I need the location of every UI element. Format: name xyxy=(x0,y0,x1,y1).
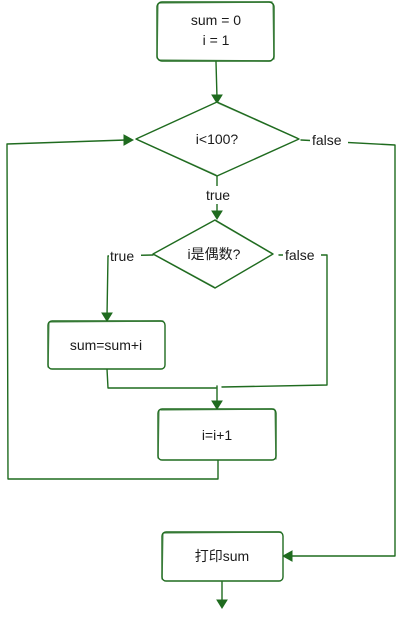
arrowhead xyxy=(211,94,223,104)
edge-add-to-merge xyxy=(106,368,217,389)
node-even-condition: i是偶数? xyxy=(152,219,274,289)
edge-label-even-true: true xyxy=(110,248,134,264)
loop-condition-text: i<100? xyxy=(196,131,239,147)
arrowhead xyxy=(123,134,135,146)
arrowhead xyxy=(281,550,293,562)
node-loop-condition: i<100? xyxy=(135,101,300,177)
increment-text: i=i+1 xyxy=(202,427,233,443)
edge-label-loop-true: true xyxy=(206,187,230,203)
print-text: 打印sum xyxy=(195,548,249,564)
node-init: sum = 0 i = 1 xyxy=(156,1,275,62)
edge-init-to-loop xyxy=(215,61,218,99)
edge-label-loop-false: false xyxy=(312,132,342,148)
add-text: sum=sum+i xyxy=(70,337,142,353)
arrowhead xyxy=(101,312,113,322)
edge-loop-false xyxy=(289,139,396,557)
node-print: 打印sum xyxy=(161,531,284,582)
arrowhead xyxy=(211,210,223,220)
even-condition-text: i是偶数? xyxy=(188,246,241,262)
init-line1: sum = 0 xyxy=(191,12,241,28)
node-add: sum=sum+i xyxy=(47,320,166,370)
arrowhead xyxy=(216,599,228,609)
arrowhead xyxy=(211,400,223,410)
edge-loop-back xyxy=(6,139,219,480)
init-line2: i = 1 xyxy=(203,32,230,48)
edge-label-even-false: false xyxy=(285,247,315,263)
node-increment: i=i+1 xyxy=(157,408,277,461)
